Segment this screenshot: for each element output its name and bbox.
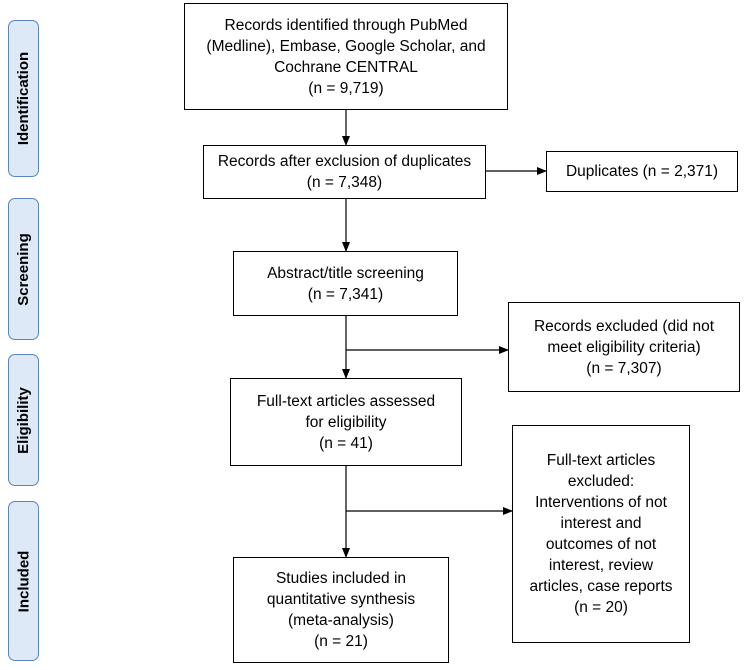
duplicates-label: Duplicates (n = 2,371) bbox=[565, 163, 719, 180]
phase-eligibility: Eligibility bbox=[8, 354, 39, 486]
records-excluded-line-2: meet eligibility criteria) bbox=[547, 338, 701, 356]
records-excluded-line-1: Records excluded (did not bbox=[533, 317, 715, 335]
fulltext-assessed-line-2: for eligibility bbox=[305, 413, 387, 431]
fulltext-excluded-line-5: outcomes of not bbox=[545, 536, 657, 553]
fulltext-assessed-count: (n = 41) bbox=[319, 434, 373, 452]
studies-included-line-1: Studies included in bbox=[275, 570, 407, 587]
box-after-duplicates: Records after exclusion of duplicates (n… bbox=[203, 145, 486, 199]
fulltext-assessed-line-1: Full-text articles assessed bbox=[256, 392, 436, 410]
records-excluded-count: (n = 7,307) bbox=[586, 359, 662, 377]
after-duplicates-count: (n = 7,348) bbox=[306, 174, 383, 191]
fulltext-excluded-line-6: interest, review bbox=[548, 557, 654, 574]
after-duplicates-line-1: Records after exclusion of duplicates bbox=[217, 153, 472, 170]
box-records-excluded: Records excluded (did not meet eligibili… bbox=[508, 302, 740, 392]
box-fulltext-assessed: Full-text articles assessed for eligibil… bbox=[230, 378, 462, 466]
records-identified-line-1: Records identified through PubMed bbox=[224, 16, 468, 34]
phase-included: Included bbox=[8, 501, 39, 661]
studies-included-count: (n = 21) bbox=[314, 633, 368, 650]
records-identified-line-3: Cochrane CENTRAL bbox=[274, 58, 418, 76]
fulltext-excluded-line-2: excluded: bbox=[567, 473, 635, 490]
box-abstract-screening: Abstract/title screening (n = 7,341) bbox=[233, 251, 458, 316]
abstract-screening-line-1: Abstract/title screening bbox=[267, 264, 424, 282]
phase-screening: Screening bbox=[8, 198, 39, 340]
abstract-screening-count: (n = 7,341) bbox=[307, 285, 384, 303]
studies-included-line-2: quantitative synthesis bbox=[266, 591, 416, 608]
box-duplicates: Duplicates (n = 2,371) bbox=[546, 151, 738, 192]
box-fulltext-excluded: Full-text articles excluded: Interventio… bbox=[512, 425, 690, 643]
records-identified-count: (n = 9,719) bbox=[308, 79, 384, 97]
phase-identification: Identification bbox=[8, 20, 39, 177]
fulltext-excluded-line-1: Full-text articles bbox=[546, 452, 656, 469]
records-identified-line-2: (Medline), Embase, Google Scholar, and bbox=[206, 37, 486, 55]
box-studies-included: Studies included in quantitative synthes… bbox=[233, 557, 449, 663]
fulltext-excluded-line-3: Interventions of not bbox=[535, 494, 667, 511]
fulltext-excluded-line-4: interest and bbox=[560, 515, 642, 532]
box-records-identified: Records identified through PubMed (Medli… bbox=[184, 3, 508, 110]
fulltext-excluded-line-7: articles, case reports bbox=[529, 578, 673, 595]
fulltext-excluded-count: (n = 20) bbox=[574, 599, 628, 616]
studies-included-line-3: (meta-analysis) bbox=[288, 612, 394, 629]
